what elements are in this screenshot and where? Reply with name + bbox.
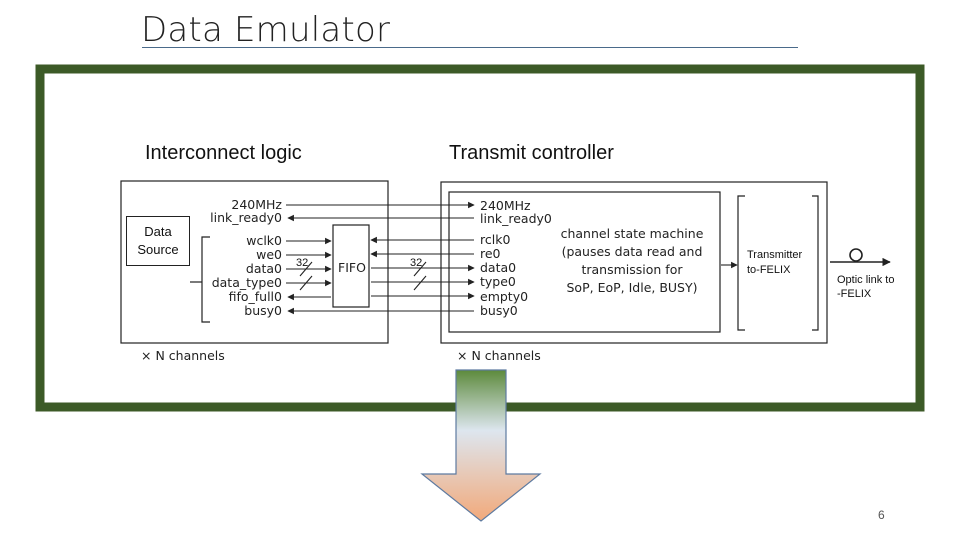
tx-signal-link-ready: link_ready0 [480, 211, 552, 226]
tx-signal-240mhz: 240MHz [480, 198, 531, 213]
title-underline [142, 47, 798, 48]
state-machine-line-2: (pauses data read and [562, 244, 703, 259]
slide-title: Data Emulator [141, 10, 391, 50]
tx-signal-data: data0 [480, 260, 516, 275]
page-number: 6 [878, 508, 885, 522]
bus-slash-left [299, 261, 313, 277]
bus-slash-left-2 [299, 275, 313, 291]
tx-signal-busy: busy0 [480, 303, 518, 318]
data-source-box: Data Source [126, 216, 190, 266]
data-source-line-2: Source [137, 242, 179, 257]
transmit-label: Transmit controller [449, 142, 614, 164]
optic-line-1: Optic link to [837, 274, 894, 286]
bus-width-mid: 32 [410, 257, 422, 269]
ic-signal-link-ready: link_ready0 [210, 210, 282, 225]
fifo-box [332, 224, 370, 308]
ic-signal-fifo-full: fifo_full0 [229, 289, 282, 304]
ic-signal-240mhz: 240MHz [231, 197, 282, 212]
bus-slash-mid-2 [413, 275, 427, 291]
transmitter-line-1: Transmitter [747, 249, 803, 261]
tx-channels-label: × N channels [457, 348, 541, 363]
state-machine-line-3: transmission for [581, 262, 683, 277]
state-machine-line-4: SoP, EoP, Idle, BUSY) [567, 280, 698, 295]
fifo-label: FIFO [338, 260, 366, 275]
ic-signal-wclk: wclk0 [246, 233, 282, 248]
transmitter-line-2: to-FELIX [747, 264, 791, 276]
ic-signal-we: we0 [256, 247, 282, 262]
transmitter-bracket [737, 195, 745, 331]
data-source-line-1: Data [144, 224, 172, 239]
tx-signal-empty: empty0 [480, 289, 528, 304]
ic-channels-label: × N channels [141, 348, 225, 363]
state-machine-line-1: channel state machine [561, 226, 704, 241]
optic-connector-icon [849, 248, 863, 262]
tx-signal-type: type0 [480, 274, 516, 289]
down-arrow-icon [420, 369, 542, 522]
ic-signal-busy: busy0 [244, 303, 282, 318]
interconnect-label: Interconnect logic [145, 142, 302, 164]
state-machine-box [448, 191, 721, 333]
ic-signal-data-type: data_type0 [212, 275, 282, 290]
bus-width-left: 32 [296, 257, 308, 269]
transmitter-bracket-right [812, 195, 819, 331]
tx-signal-rclk: rclk0 [480, 232, 510, 247]
bus-slash-mid [413, 261, 427, 277]
tx-signal-re: re0 [480, 246, 501, 261]
optic-line-2: -FELIX [837, 288, 872, 300]
ic-signal-data: data0 [246, 261, 282, 276]
signal-bracket [201, 236, 210, 323]
